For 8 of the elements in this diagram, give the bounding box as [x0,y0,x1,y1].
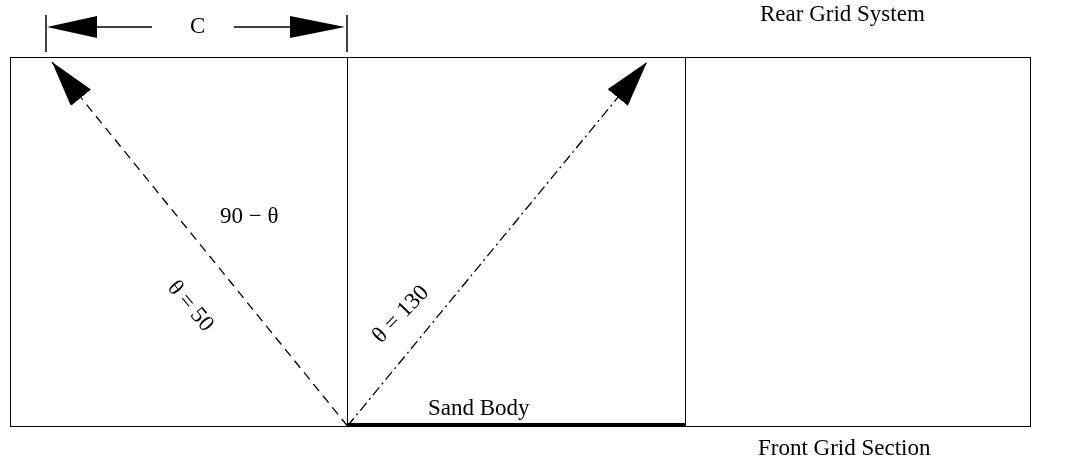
angle-label: 90 − θ [220,204,279,227]
grid-section [685,57,1031,427]
region-label: Rear Grid System [760,2,925,25]
edge-label: θ = 130 [367,280,433,347]
dimension-label: C [190,14,206,37]
edge-label: θ = 50 [163,275,219,336]
region-label: Sand Body [428,396,530,419]
region-label: Front Grid Section [758,436,931,459]
